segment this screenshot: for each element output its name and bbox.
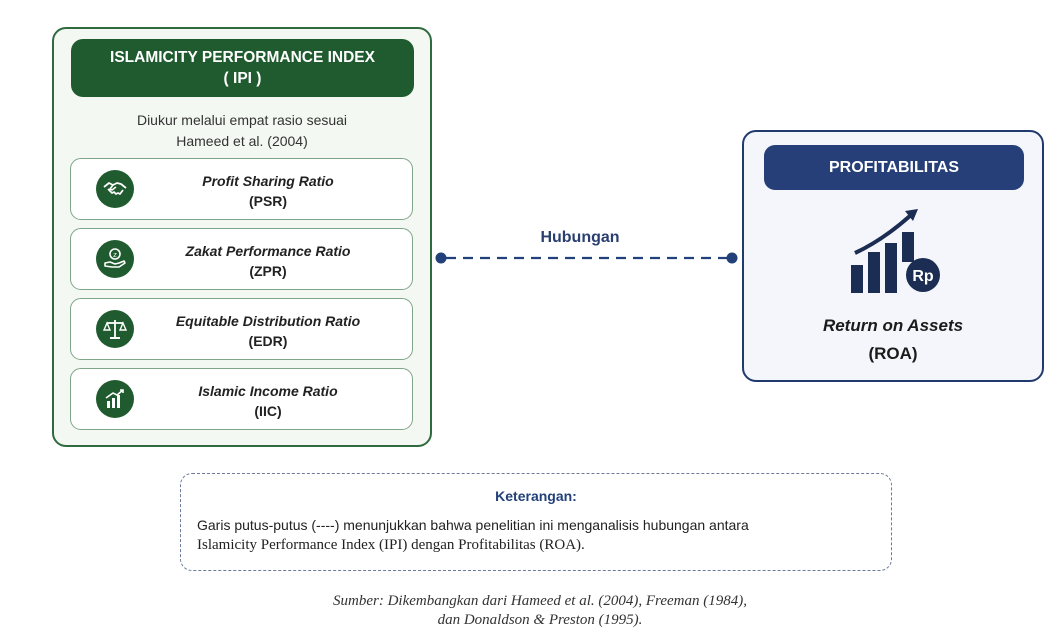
ratio-text: Zakat Performance Ratio (ZPR) (143, 241, 393, 281)
handshake-icon (96, 170, 134, 208)
source-line1: Sumber: Dikembangkan dari Hameed et al. … (333, 593, 747, 609)
ipi-desc-line2: Hameed et al. (2004) (176, 133, 308, 149)
note-line2: Islamicity Performance Index (IPI) denga… (197, 537, 585, 553)
ratio-abbr: (EDR) (248, 333, 288, 349)
roa-title: PROFITABILITAS (764, 145, 1024, 190)
svg-text:z: z (113, 251, 117, 259)
ipi-title: ISLAMICITY PERFORMANCE INDEX ( IPI ) (71, 39, 414, 97)
ratio-abbr: (ZPR) (249, 263, 287, 279)
ipi-description: Diukur melalui empat rasio sesuai Hameed… (72, 110, 412, 152)
ratio-name: Equitable Distribution Ratio (175, 313, 361, 329)
profit-growth-icon: Rp (851, 209, 940, 293)
ipi-title-line1: ISLAMICITY PERFORMANCE INDEX (110, 49, 375, 66)
ratio-text: Profit Sharing Ratio (PSR) (143, 171, 393, 211)
ratio-card-iic: Islamic Income Ratio (IIC) (70, 368, 413, 430)
ratio-name: Zakat Performance Ratio (185, 243, 351, 259)
source-line2: dan Donaldson & Preston (1995). (437, 612, 643, 628)
growth-chart-icon (96, 380, 134, 418)
zakat-hand-icon: z (96, 240, 134, 278)
ipi-desc-line1: Diukur melalui empat rasio sesuai (136, 112, 348, 128)
source-caption: Sumber: Dikembangkan dari Hameed et al. … (200, 592, 880, 630)
ratio-name: Profit Sharing Ratio (202, 173, 334, 189)
ratio-card-psr: Profit Sharing Ratio (PSR) (70, 158, 413, 220)
ratio-card-edr: Equitable Distribution Ratio (EDR) (70, 298, 413, 360)
roa-abbr: (ROA) (868, 344, 918, 363)
ratio-name: Islamic Income Ratio (198, 383, 338, 399)
ratio-text: Islamic Income Ratio (IIC) (143, 381, 393, 421)
relation-label: Hubungan (540, 229, 620, 246)
roa-name: Return on Assets (822, 316, 964, 335)
note-line1: Garis putus-putus (----) menunjukkan bah… (197, 517, 749, 533)
note-body: Garis putus-putus (----) menunjukkan bah… (197, 515, 877, 555)
ratio-card-zpr: z Zakat Performance Ratio (ZPR) (70, 228, 413, 290)
scale-icon (96, 310, 134, 348)
rupiah-coin-text: Rp (912, 268, 934, 285)
note-box (180, 473, 892, 571)
ratio-text: Equitable Distribution Ratio (EDR) (143, 311, 393, 351)
ratio-abbr: (PSR) (248, 193, 288, 209)
ipi-title-line2: ( IPI ) (223, 70, 262, 87)
note-title: Keterangan: (495, 488, 577, 504)
ratio-abbr: (IIC) (254, 403, 282, 419)
roa-label: Return on Assets (ROA) (762, 312, 1024, 368)
relation-connector (435, 252, 738, 264)
